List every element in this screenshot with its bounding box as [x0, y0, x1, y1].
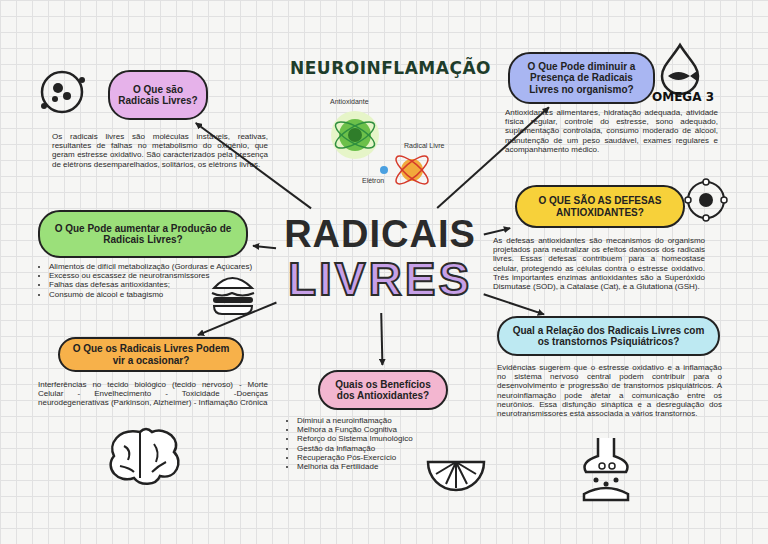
antioxidant-atom	[339, 119, 371, 151]
list-item: Alimentos de difícil metabolização (Gord…	[49, 262, 261, 271]
atom-icon-dot	[79, 77, 85, 83]
vesicle	[599, 463, 605, 469]
list-item: Reforço do Sistema Imunológico	[297, 434, 477, 443]
pill-heading: O Que Pode diminuir a Presença de Radica…	[518, 61, 645, 96]
pill-heading: O Que são Radicais Livres?	[118, 84, 198, 107]
neurotransmitter	[594, 478, 599, 483]
pill-heading: O Que os Radicais Livres Podem vir a oca…	[68, 343, 234, 366]
orbit	[332, 117, 378, 153]
node-body: As defesas antioxidantes são mecanismos …	[493, 236, 705, 291]
illustration-label: Radical Livre	[404, 142, 444, 149]
list-item: Recuperação Pós-Exercício	[297, 453, 477, 462]
radical-atom	[401, 159, 423, 181]
electron-dot	[380, 166, 388, 174]
antioxidant-core	[348, 128, 362, 142]
list-item: Melhora a Função Cognitiva	[297, 425, 477, 434]
arrow-connector	[253, 246, 276, 248]
fish-icon	[668, 71, 697, 81]
vesicle	[609, 463, 615, 469]
pill-heading: O Que Pode aumentar a Produção de Radica…	[48, 223, 238, 246]
body-text: Antioxidantes alimentares, hidratação ad…	[505, 108, 718, 154]
node-body: Alimentos de difícil metabolização (Gord…	[38, 262, 261, 299]
atom-icon-dot	[52, 96, 58, 102]
central-title-line: LIVRES	[288, 255, 472, 303]
orbit	[392, 152, 432, 188]
list-item: Falhas das defesas antioxidantes;	[49, 280, 261, 289]
arrow-connector	[484, 294, 544, 314]
central-topic: RADICAISLIVRES	[282, 212, 478, 307]
orbit	[392, 152, 432, 188]
central-title-line: RADICAIS	[284, 215, 476, 255]
body-text: As defesas antioxidantes são mecanismos …	[493, 236, 705, 291]
arrow-connector	[437, 107, 549, 208]
synapse-receiver	[584, 488, 628, 500]
drop-icon	[662, 45, 698, 94]
question-pill: O QUE SÃO AS DEFESAS ANTIOXIDANTES?As de…	[515, 185, 685, 228]
atom-icon	[42, 72, 82, 112]
burger-lettuce	[212, 293, 254, 296]
list-item: Excesso ou escassez de neurotransmissore…	[49, 271, 261, 280]
atom-icon-core	[699, 193, 713, 207]
atom-icon-dot	[685, 197, 691, 203]
atom-icon-dot	[63, 92, 71, 100]
arrow-connector	[196, 123, 311, 208]
arrow-connector	[484, 228, 510, 234]
pill-heading: Quais os Benefícios dos Antioxidantes?	[328, 379, 438, 402]
question-pill: O Que Pode diminuir a Presença de Radica…	[508, 52, 655, 104]
pill-heading: Qual a Relação dos Radicais Livres com o…	[507, 325, 710, 348]
orbit	[332, 117, 378, 153]
node-body: Diminui a neuroinflamaçãoMelhora a Funçã…	[286, 416, 477, 471]
node-body: Os radicais livres são moléculas instáve…	[52, 132, 268, 169]
burger-bun	[214, 278, 252, 288]
atom-icon-dot	[41, 103, 47, 109]
question-pill: Quais os Benefícios dos Antioxidantes?Di…	[318, 370, 448, 410]
brain-folds	[120, 432, 166, 478]
question-pill: O Que os Radicais Livres Podem vir a oca…	[58, 337, 244, 372]
question-pill: O Que são Radicais Livres?Os radicais li…	[108, 70, 208, 120]
burger-bun	[214, 306, 252, 314]
atom-icon-dot	[703, 179, 709, 185]
brain-icon	[111, 429, 179, 484]
arrow-connector	[198, 302, 277, 335]
synapse-terminal	[585, 438, 628, 472]
arrow-connector	[381, 313, 382, 365]
list-item: Melhoria da Fertilidade	[297, 462, 477, 471]
list-item: Diminui a neuroinflamação	[297, 416, 477, 425]
atom-icon-dot	[53, 83, 63, 93]
list-item: Gestão da Inflamação	[297, 444, 477, 453]
lemon-segments	[436, 462, 476, 488]
node-body: Interferências no tecido biológico (teci…	[38, 380, 268, 408]
illustration-label: Antioxidante	[330, 98, 369, 105]
burger-patty	[213, 297, 253, 303]
body-text: Os radicais livres são moléculas instáve…	[52, 132, 268, 169]
body-text: Evidências sugerem que o estresse oxidat…	[497, 363, 722, 418]
diagram-title: NEUROINFLAMAÇÃO	[290, 58, 475, 78]
body-text: Interferências no tecido biológico (teci…	[38, 380, 268, 408]
neurotransmitter	[614, 478, 619, 483]
neurotransmitter	[604, 482, 609, 487]
atom-icon	[688, 182, 724, 218]
node-body: Evidências sugerem que o estresse oxidat…	[497, 363, 722, 418]
question-pill: Qual a Relação dos Radicais Livres com o…	[497, 316, 720, 356]
illustration-label: Elétron	[362, 177, 384, 184]
node-body: Antioxidantes alimentares, hidratação ad…	[505, 108, 718, 154]
antioxidant-halo	[331, 111, 379, 159]
atom-icon-dot	[721, 197, 727, 203]
list-item: Consumo de álcool e tabagismo	[49, 290, 261, 299]
illustration-label: OMEGA 3	[652, 90, 714, 104]
lemon-slice	[428, 462, 484, 490]
atom-icon-dot	[703, 215, 709, 221]
question-pill: O Que Pode aumentar a Produção de Radica…	[38, 210, 248, 258]
pill-heading: O QUE SÃO AS DEFESAS ANTIOXIDANTES?	[525, 195, 675, 218]
